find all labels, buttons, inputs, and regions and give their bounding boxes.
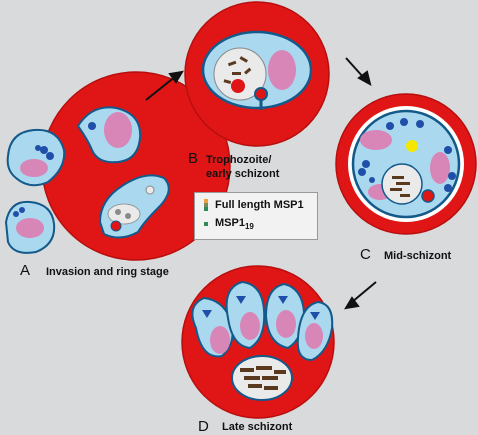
stage-d-letter: D [198, 418, 209, 435]
legend-full-length-label: Full length MSP1 [215, 199, 304, 211]
ring-parasite-top [76, 106, 142, 164]
stage-b-letter: B [188, 150, 199, 167]
arrow-icon [345, 57, 372, 86]
stage-c-cell [335, 93, 477, 235]
stage-a-caption: Invasion and ring stage [46, 266, 169, 278]
legend-row-msp119: MSP119 [203, 217, 254, 231]
legend: Full length MSP1 MSP119 [194, 192, 318, 240]
residual-body [231, 355, 293, 401]
stage-c-caption: Mid-schizont [384, 250, 452, 262]
stage-b-cell [184, 1, 330, 147]
stage-a-cell [41, 71, 231, 261]
msp1-19-icon [204, 222, 208, 227]
free-merozoite-2 [4, 200, 56, 254]
ring-parasite-bottom [98, 174, 170, 239]
arrow-icon [344, 281, 377, 310]
stage-c-letter: C [360, 246, 371, 263]
free-merozoite-1 [6, 128, 66, 187]
legend-msp119-label: MSP119 [215, 217, 254, 232]
stage-d-caption: Late schizont [222, 421, 293, 433]
arrow-icon [145, 70, 184, 101]
stage-d-cell [181, 265, 335, 419]
late-merozoite-2 [225, 280, 266, 350]
late-merozoite-4 [296, 300, 334, 362]
legend-row-full-length: Full length MSP1 [203, 199, 304, 211]
stage-b-caption-line2: early schizont [206, 168, 280, 180]
stage-b-caption-line1: Trophozoite/ [206, 154, 272, 166]
msp1-full-length-icon [204, 199, 208, 211]
stage-a-letter: A [20, 262, 31, 279]
late-merozoite-3 [264, 282, 306, 350]
